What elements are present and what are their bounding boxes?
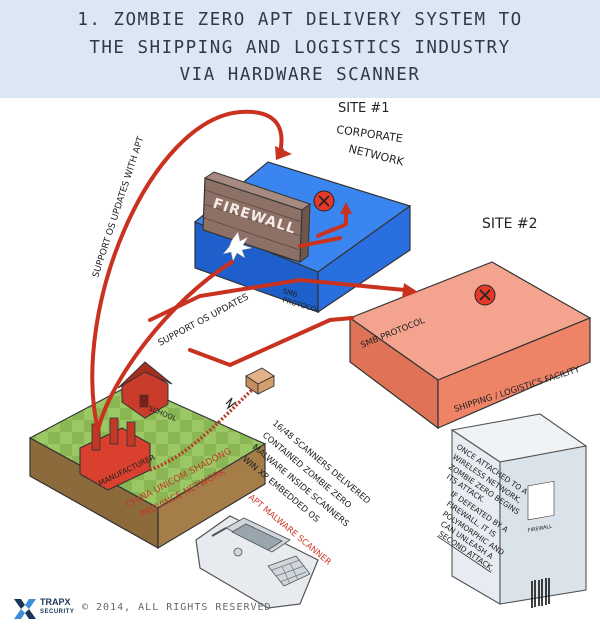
support-os-updates-label: SUPPORT OS UPDATES	[157, 292, 251, 348]
title-line-3: VIA HARDWARE SCANNER	[179, 65, 421, 85]
support-os-updates-arrow	[148, 277, 407, 322]
footer: TRAPX SECURITY © 2014, ALL RIGHTS RESERV…	[0, 592, 600, 629]
site-1-sub-b: NETWORK	[347, 142, 406, 168]
shipping-parcel-icon	[245, 367, 275, 395]
trapx-logo-text: TRAPX SECURITY	[40, 597, 74, 617]
logo-line-1: TRAPX	[40, 597, 71, 607]
firewall-wall: FIREWALL	[202, 171, 312, 264]
title-banner: 1. ZOMBIE ZERO APT DELIVERY SYSTEM TO TH…	[0, 0, 600, 98]
site-1-title: SITE #1	[338, 101, 390, 116]
site-2-x-mark-icon	[474, 284, 496, 306]
copyright-text: © 2014, ALL RIGHTS RESERVED	[82, 602, 272, 613]
support-os-with-apt-label: SUPPORT OS UPDATES WITH APT	[91, 135, 146, 279]
logo-line-2: SECURITY	[40, 609, 75, 615]
title-line-1: 1. ZOMBIE ZERO APT DELIVERY SYSTEM TO	[77, 10, 523, 30]
impact-burst	[222, 231, 253, 262]
attack-arrows	[90, 109, 418, 432]
site-2-title: SITE #2	[482, 216, 538, 232]
scanner-box: ONCE ATTACHED TO A WIRELESS NETWORK, ZOM…	[437, 413, 588, 608]
barcode-icon	[527, 480, 555, 608]
site-1-sub-a: CORPORATE	[336, 123, 404, 145]
firewall-bypass-arrow	[316, 210, 348, 238]
smb-small-label-a: SMB	[281, 287, 298, 299]
trapx-logo-icon	[14, 599, 36, 619]
box-side-label: FIREWALL	[527, 524, 553, 534]
handheld-scanner-device	[195, 515, 319, 609]
title-line-2: THE SHIPPING AND LOGISTICS INDUSTRY	[89, 38, 511, 58]
manufacturer-factory: MANUFACTURER	[79, 417, 156, 491]
smb-link-arrow	[188, 316, 354, 368]
attack-firewall-arrow	[96, 260, 234, 432]
delivery-cable	[149, 384, 258, 472]
scanners-note: 16/48 SCANNERS DELIVERED CONTAINED ZOMBI…	[240, 419, 372, 530]
site-1-x-mark-icon	[313, 190, 335, 212]
support-os-with-apt-arrow	[90, 109, 284, 432]
